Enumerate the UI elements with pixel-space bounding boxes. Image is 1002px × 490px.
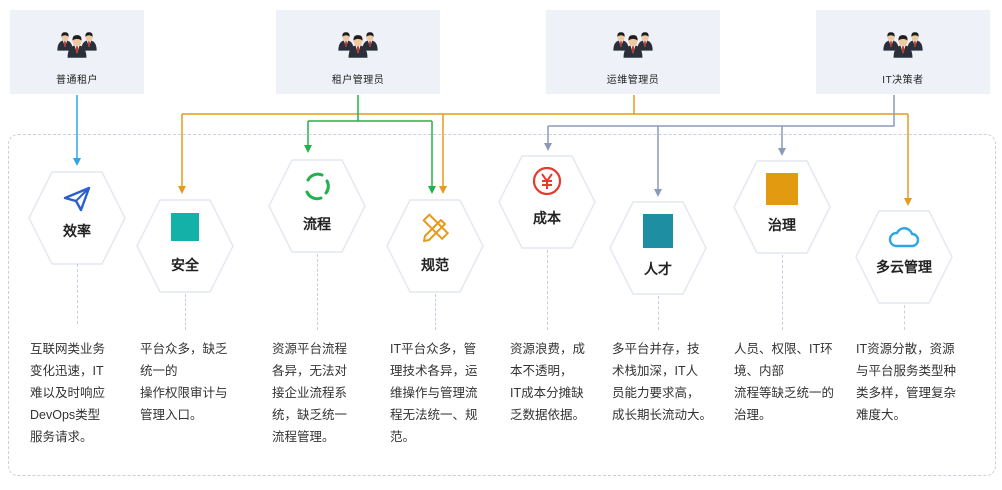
people-icon: [338, 32, 378, 58]
yen-icon: [532, 166, 562, 196]
issue-hex-efficiency: 效率: [27, 168, 127, 268]
issue-title: 规范: [421, 257, 449, 273]
issue-description: 平台众多，缺乏统一的操作权限审计与管理入口。: [140, 342, 228, 422]
issues-panel: [8, 134, 996, 476]
role-card-it-decision-maker: IT决策者: [816, 10, 990, 94]
issue-description: 人员、权限、IT环境、内部流程等缺乏统一的治理。: [734, 342, 835, 422]
cloud-icon: [888, 227, 920, 248]
drop-line: [782, 255, 783, 330]
square-icon: [643, 214, 673, 248]
people-icon: [613, 32, 653, 58]
issue-title: 多云管理: [876, 259, 932, 275]
role-label: IT决策者: [882, 75, 924, 86]
role-card-tenant-admin: 租户管理员: [276, 10, 440, 94]
square-icon: [171, 213, 199, 241]
drop-line: [435, 294, 436, 330]
issue-title: 效率: [63, 223, 91, 239]
ruler-pencil-icon: [422, 213, 450, 242]
people-icon: [57, 32, 97, 58]
square-icon: [766, 173, 798, 205]
issue-description: 资源浪费，成本不透明，IT成本分摊缺乏数据依据。: [510, 342, 586, 422]
issue-hex-multicloud: 多云管理: [854, 207, 954, 307]
issue-hex-process: 流程: [267, 156, 367, 256]
issue-hex-security: 安全: [135, 196, 235, 296]
send-icon: [63, 186, 91, 212]
drop-line: [185, 294, 186, 330]
drop-line: [904, 305, 905, 330]
issue-description: IT平台众多，管理技术各异，运维操作与管理流程无法统一、规范。: [390, 342, 478, 444]
issue-hex-standard: 规范: [385, 196, 485, 296]
role-label: 运维管理员: [606, 75, 660, 86]
issue-title: 人才: [644, 261, 672, 277]
issue-description: IT资源分散，资源与平台服务类型种类多样，管理复杂难度大。: [856, 342, 957, 422]
role-card-tenant: 普通租户: [10, 10, 144, 94]
drop-line: [547, 250, 548, 330]
cycle-icon: [305, 172, 330, 201]
drop-line: [77, 264, 78, 324]
people-icon: [883, 32, 923, 58]
connector-green-trunk: [308, 95, 432, 122]
issue-description: 多平台并存，技术栈加深，IT人员能力要求高，成长期长流动大。: [612, 342, 713, 422]
issue-title: 流程: [303, 216, 331, 232]
drop-line: [317, 254, 318, 330]
role-card-ops-admin: 运维管理员: [546, 10, 720, 94]
role-label: 普通租户: [56, 75, 98, 86]
issue-hex-cost: 成本: [497, 152, 597, 252]
role-label: 租户管理员: [331, 75, 385, 86]
issue-title: 治理: [768, 217, 796, 233]
connector-orange-trunk: [182, 95, 908, 115]
issue-title: 安全: [171, 257, 199, 273]
connector-gray-trunk: [548, 95, 895, 127]
issue-hex-talent: 人才: [608, 198, 708, 298]
issue-title: 成本: [533, 210, 561, 226]
drop-line: [658, 296, 659, 330]
issue-hex-governance: 治理: [732, 157, 832, 257]
issue-description: 资源平台流程各异，无法对接企业流程系统，缺乏统一流程管理。: [272, 342, 348, 444]
